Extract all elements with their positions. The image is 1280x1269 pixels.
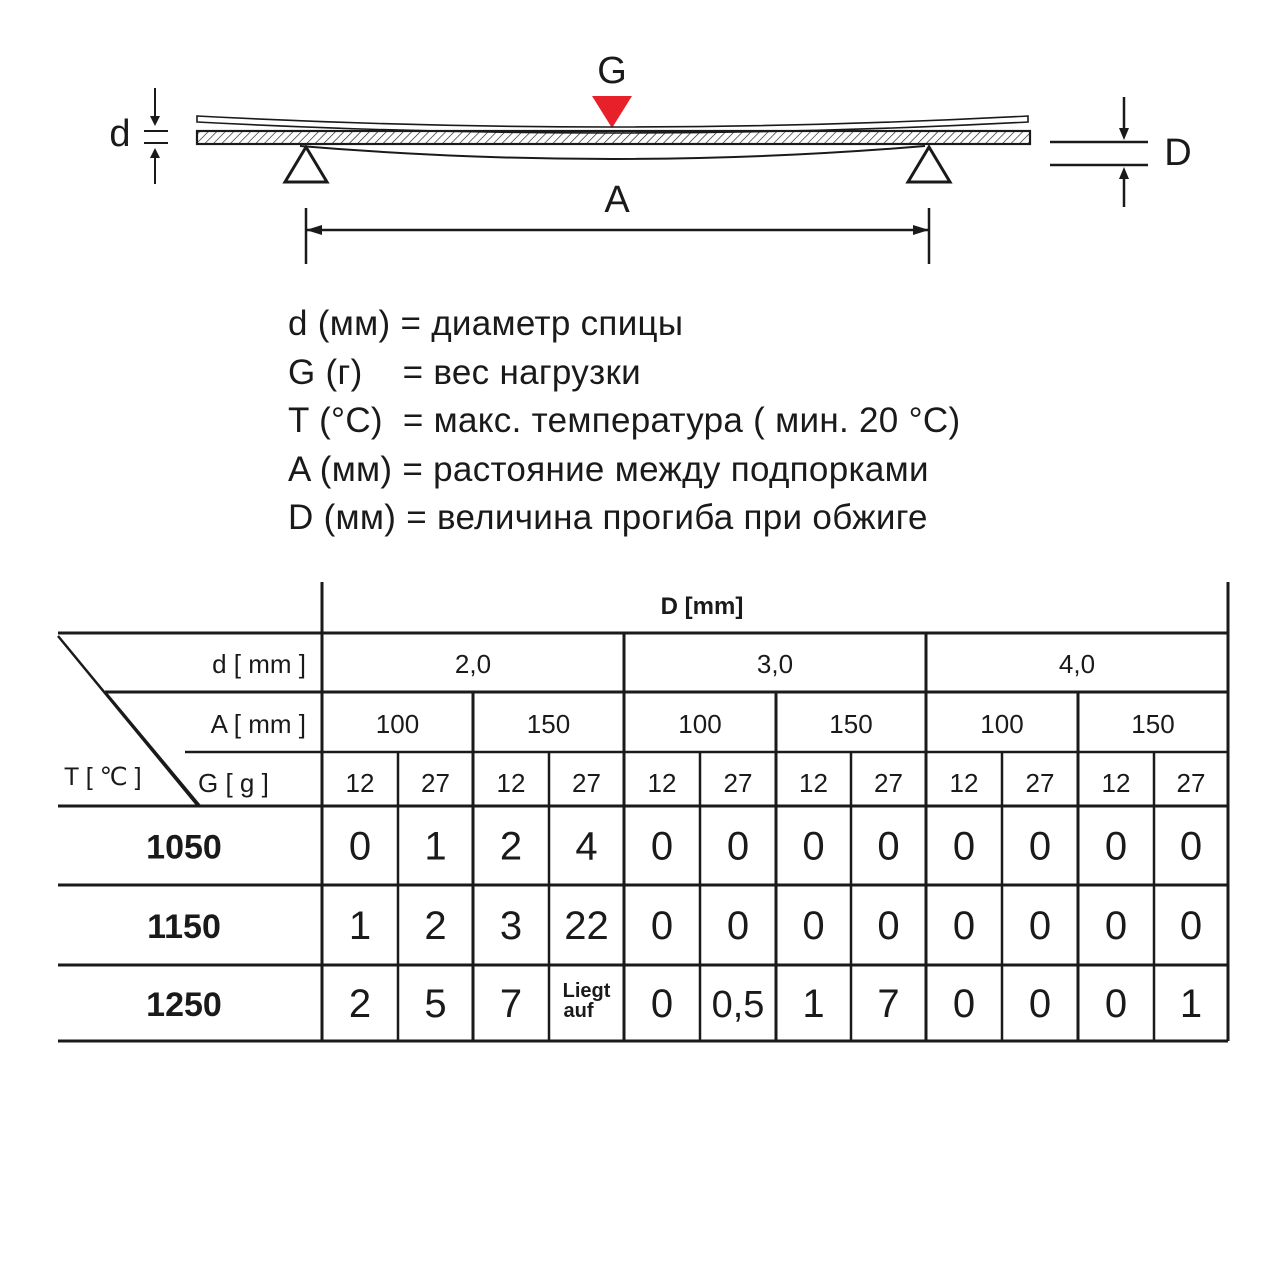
deflection-table: D [mm] d [ mm ] A [ mm ] G [ g ] T [ ℃ ] 2,0 3… (57, 582, 1230, 1043)
t-header-label: T [ ℃ ] (64, 763, 142, 791)
deflection-value: 1 (1180, 982, 1202, 1026)
table-cells: D [mm] d [ mm ] A [ mm ] G [ g ] T [ ℃ ] 2,0 3… (64, 593, 1205, 1026)
diameter-label: d (109, 113, 130, 155)
diagonal-line (104, 691, 201, 807)
g-value: 12 (346, 768, 375, 798)
a-value: 100 (980, 709, 1023, 739)
deflection-value: 0 (727, 904, 749, 948)
support-icon (282, 144, 330, 184)
deflection-value: 0 (953, 982, 975, 1026)
deflection-value: 5 (424, 982, 446, 1026)
a-header-label: A [ mm ] (211, 709, 306, 739)
a-value: 100 (678, 709, 721, 739)
deflection-value: 1 (802, 982, 824, 1026)
g-value: 27 (1177, 768, 1206, 798)
deflection-value: 0 (1105, 982, 1127, 1026)
deflection-value: 0 (1029, 825, 1051, 869)
table-grid (57, 582, 1230, 1043)
deflection-dimension (1050, 97, 1148, 207)
deflection-value: 0 (349, 825, 371, 869)
g-value: 27 (724, 768, 753, 798)
deflection-value: 4 (575, 825, 597, 869)
deflection-value: 2 (500, 825, 522, 869)
temperature-label: 1050 (146, 829, 222, 867)
legend-line-d-deflection: D (мм) = величина прогиба при обжиге (288, 498, 928, 537)
deflection-value: 0 (877, 904, 899, 948)
deflection-value: 0 (1029, 904, 1051, 948)
diameter-dimension (144, 88, 168, 184)
deflection-value: 0 (651, 982, 673, 1026)
deflection-value: 0 (802, 904, 824, 948)
deflection-value: 0 (802, 825, 824, 869)
legend-line-d: d (мм) = диаметр спицы (288, 304, 684, 343)
deflection-value: 0 (877, 825, 899, 869)
a-value: 150 (829, 709, 872, 739)
g-value: 12 (1102, 768, 1131, 798)
bending-test-diagram: G d D A (109, 50, 1192, 264)
g-value: 12 (799, 768, 828, 798)
deflection-value: 2 (424, 904, 446, 948)
a-value: 150 (1131, 709, 1174, 739)
legend: d (мм) = диаметр спицы G (г) = вес нагру… (288, 300, 960, 543)
g-value: 12 (950, 768, 979, 798)
deflection-value: 0 (1029, 982, 1051, 1026)
deflection-label: D (1164, 132, 1191, 174)
temperature-label: 1150 (147, 908, 221, 946)
g-value: 12 (497, 768, 526, 798)
load-label: G (597, 50, 627, 92)
g-value: 27 (421, 768, 450, 798)
legend-line-a: A (мм) = растояние между подпорками (288, 449, 929, 489)
d-value: 2,0 (455, 649, 491, 679)
g-value: 27 (874, 768, 903, 798)
deflection-value: 0 (1105, 825, 1127, 869)
deflection-value: 1 (349, 904, 371, 948)
load-arrow-icon (592, 96, 632, 128)
deflection-value: 0 (953, 825, 975, 869)
deflection-value: 2 (349, 982, 371, 1026)
span-dimension (304, 208, 931, 264)
deflection-value: 0,5 (712, 984, 765, 1026)
deflection-value: 0 (651, 825, 673, 869)
deflection-value: 0 (1105, 904, 1127, 948)
span-label: A (604, 179, 630, 221)
temperature-label: 1250 (146, 986, 222, 1024)
rod (195, 115, 1032, 160)
deflection-value: 0 (651, 904, 673, 948)
legend-line-g: G (г) = вес нагрузки (288, 352, 641, 392)
a-value: 100 (376, 709, 419, 739)
deflection-value: 0 (727, 825, 749, 869)
d-value: 4,0 (1059, 649, 1095, 679)
deflection-value: 1 (424, 825, 446, 869)
g-value: 27 (1026, 768, 1055, 798)
d-value: 3,0 (757, 649, 793, 679)
a-value: 150 (527, 709, 570, 739)
support-icon (905, 144, 953, 184)
deflection-value: 0 (1180, 825, 1202, 869)
deflection-value: 0 (953, 904, 975, 948)
d-header-label: d [ mm ] (212, 649, 306, 679)
deflection-value: 3 (500, 904, 522, 948)
legend-line-t: T (°C) = макс. температура ( мин. 20 °C) (288, 401, 961, 440)
g-value: 12 (648, 768, 677, 798)
deflection-value: 0 (1180, 904, 1202, 948)
g-value: 27 (572, 768, 601, 798)
table-title: D [mm] (661, 593, 744, 620)
deflection-value: 22 (564, 904, 609, 948)
g-header-label: G [ g ] (198, 768, 269, 798)
deflection-value: 7 (500, 982, 522, 1026)
deflection-value: 7 (877, 982, 899, 1026)
